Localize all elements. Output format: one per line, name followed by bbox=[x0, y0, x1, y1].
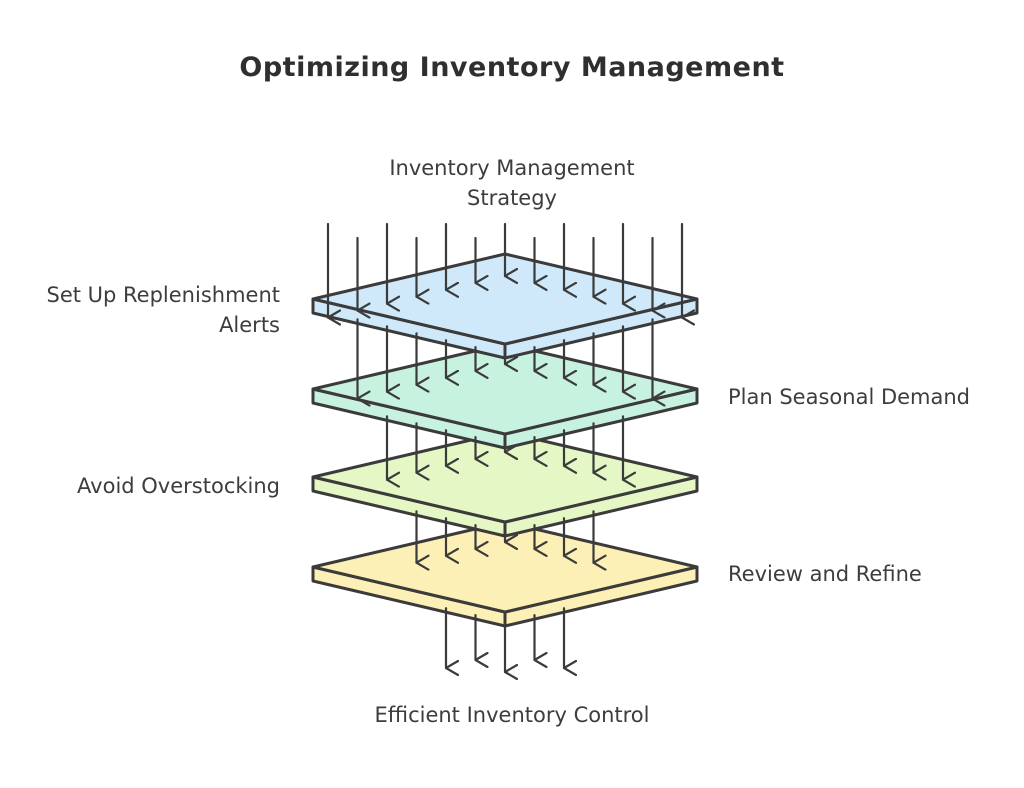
layer-3-label-line-1: Avoid Overstocking bbox=[77, 474, 280, 498]
layer-3-label: Avoid Overstocking bbox=[10, 471, 280, 501]
diagram-title: Optimizing Inventory Management bbox=[239, 52, 785, 83]
layer-4-label: Review and Refine bbox=[728, 559, 922, 589]
layer-plate-3 bbox=[311, 430, 699, 538]
layer-2-label-line-1: Plan Seasonal Demand bbox=[728, 385, 971, 409]
output-label: Efficient Inventory Control bbox=[374, 703, 650, 727]
layer-1-label: Set Up Replenishment Alerts bbox=[10, 280, 280, 340]
layer-plate-4 bbox=[311, 520, 699, 628]
layer-1-label-line-1: Set Up Replenishment bbox=[46, 283, 280, 307]
input-label-line-1: Inventory Management bbox=[389, 156, 635, 180]
input-label: Inventory Management Strategy bbox=[262, 153, 762, 213]
layer-2-label: Plan Seasonal Demand bbox=[728, 382, 970, 412]
layers-group bbox=[311, 222, 699, 672]
layer-1-label-line-2: Alerts bbox=[219, 313, 280, 337]
input-label-line-2: Strategy bbox=[467, 186, 557, 210]
layer-4-label-line-1: Review and Refine bbox=[728, 562, 922, 586]
